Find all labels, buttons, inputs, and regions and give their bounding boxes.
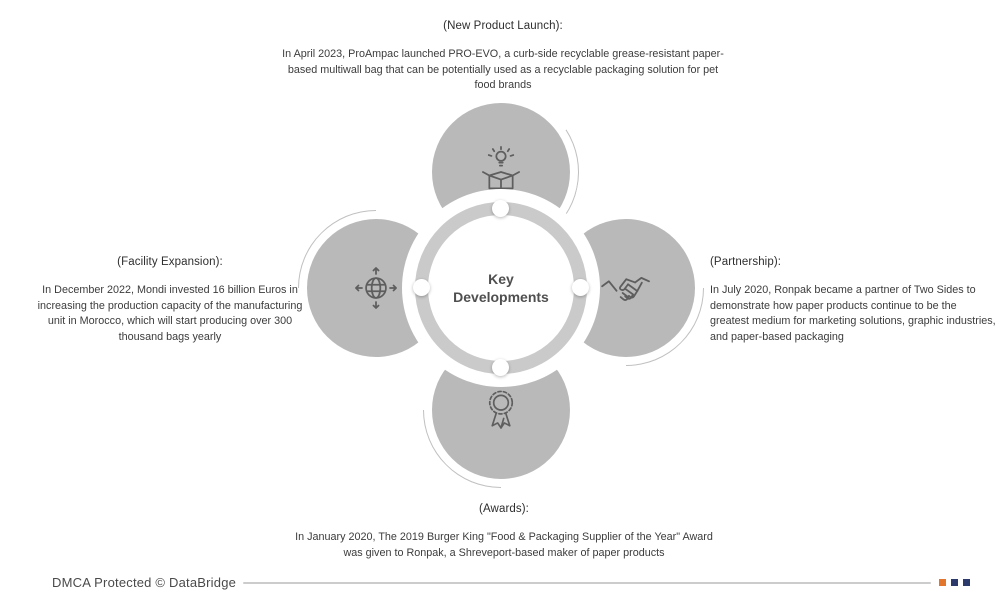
- ring-dot-right: [572, 279, 589, 296]
- node-heading-partnership: (Partnership):: [710, 256, 782, 268]
- product-launch-icon: [482, 146, 520, 190]
- ring-dot-left: [413, 279, 430, 296]
- node-text-facility-expansion: (Facility Expansion): In December 2022, …: [36, 256, 304, 345]
- facility-expansion-icon: [355, 267, 397, 309]
- center-label: Key Developments: [453, 271, 549, 305]
- center-ring: Key Developments: [415, 202, 587, 374]
- brand-dot-navy-2: [963, 579, 970, 586]
- dmca-protection-label: DMCA Protected © DataBridge: [52, 575, 237, 590]
- node-heading-facility-expansion: (Facility Expansion):: [117, 256, 223, 268]
- partnership-handshake-icon: [601, 276, 650, 301]
- node-body-new-product-launch: In April 2023, ProAmpac launched PRO-EVO…: [282, 48, 724, 91]
- node-text-new-product-launch: (New Product Launch): In April 2023, Pro…: [278, 20, 728, 94]
- brand-dot-navy-1: [951, 579, 958, 586]
- ring-dot-top: [492, 200, 509, 217]
- node-text-partnership: (Partnership): In July 2020, Ronpak beca…: [710, 256, 998, 345]
- awards-ribbon-icon: [488, 390, 514, 429]
- footer-divider: [243, 582, 931, 584]
- ring-dot-bottom: [492, 359, 509, 376]
- node-text-awards: (Awards): In January 2020, The 2019 Burg…: [288, 503, 720, 561]
- brand-dots: [939, 579, 970, 586]
- node-body-awards: In January 2020, The 2019 Burger King "F…: [295, 531, 713, 559]
- node-heading-new-product-launch: (New Product Launch):: [443, 20, 563, 32]
- brand-dot-orange: [939, 579, 946, 586]
- node-heading-awards: (Awards):: [479, 503, 529, 515]
- node-body-facility-expansion: In December 2022, Mondi invested 16 bill…: [37, 284, 303, 343]
- node-body-partnership: In July 2020, Ronpak became a partner of…: [710, 284, 996, 343]
